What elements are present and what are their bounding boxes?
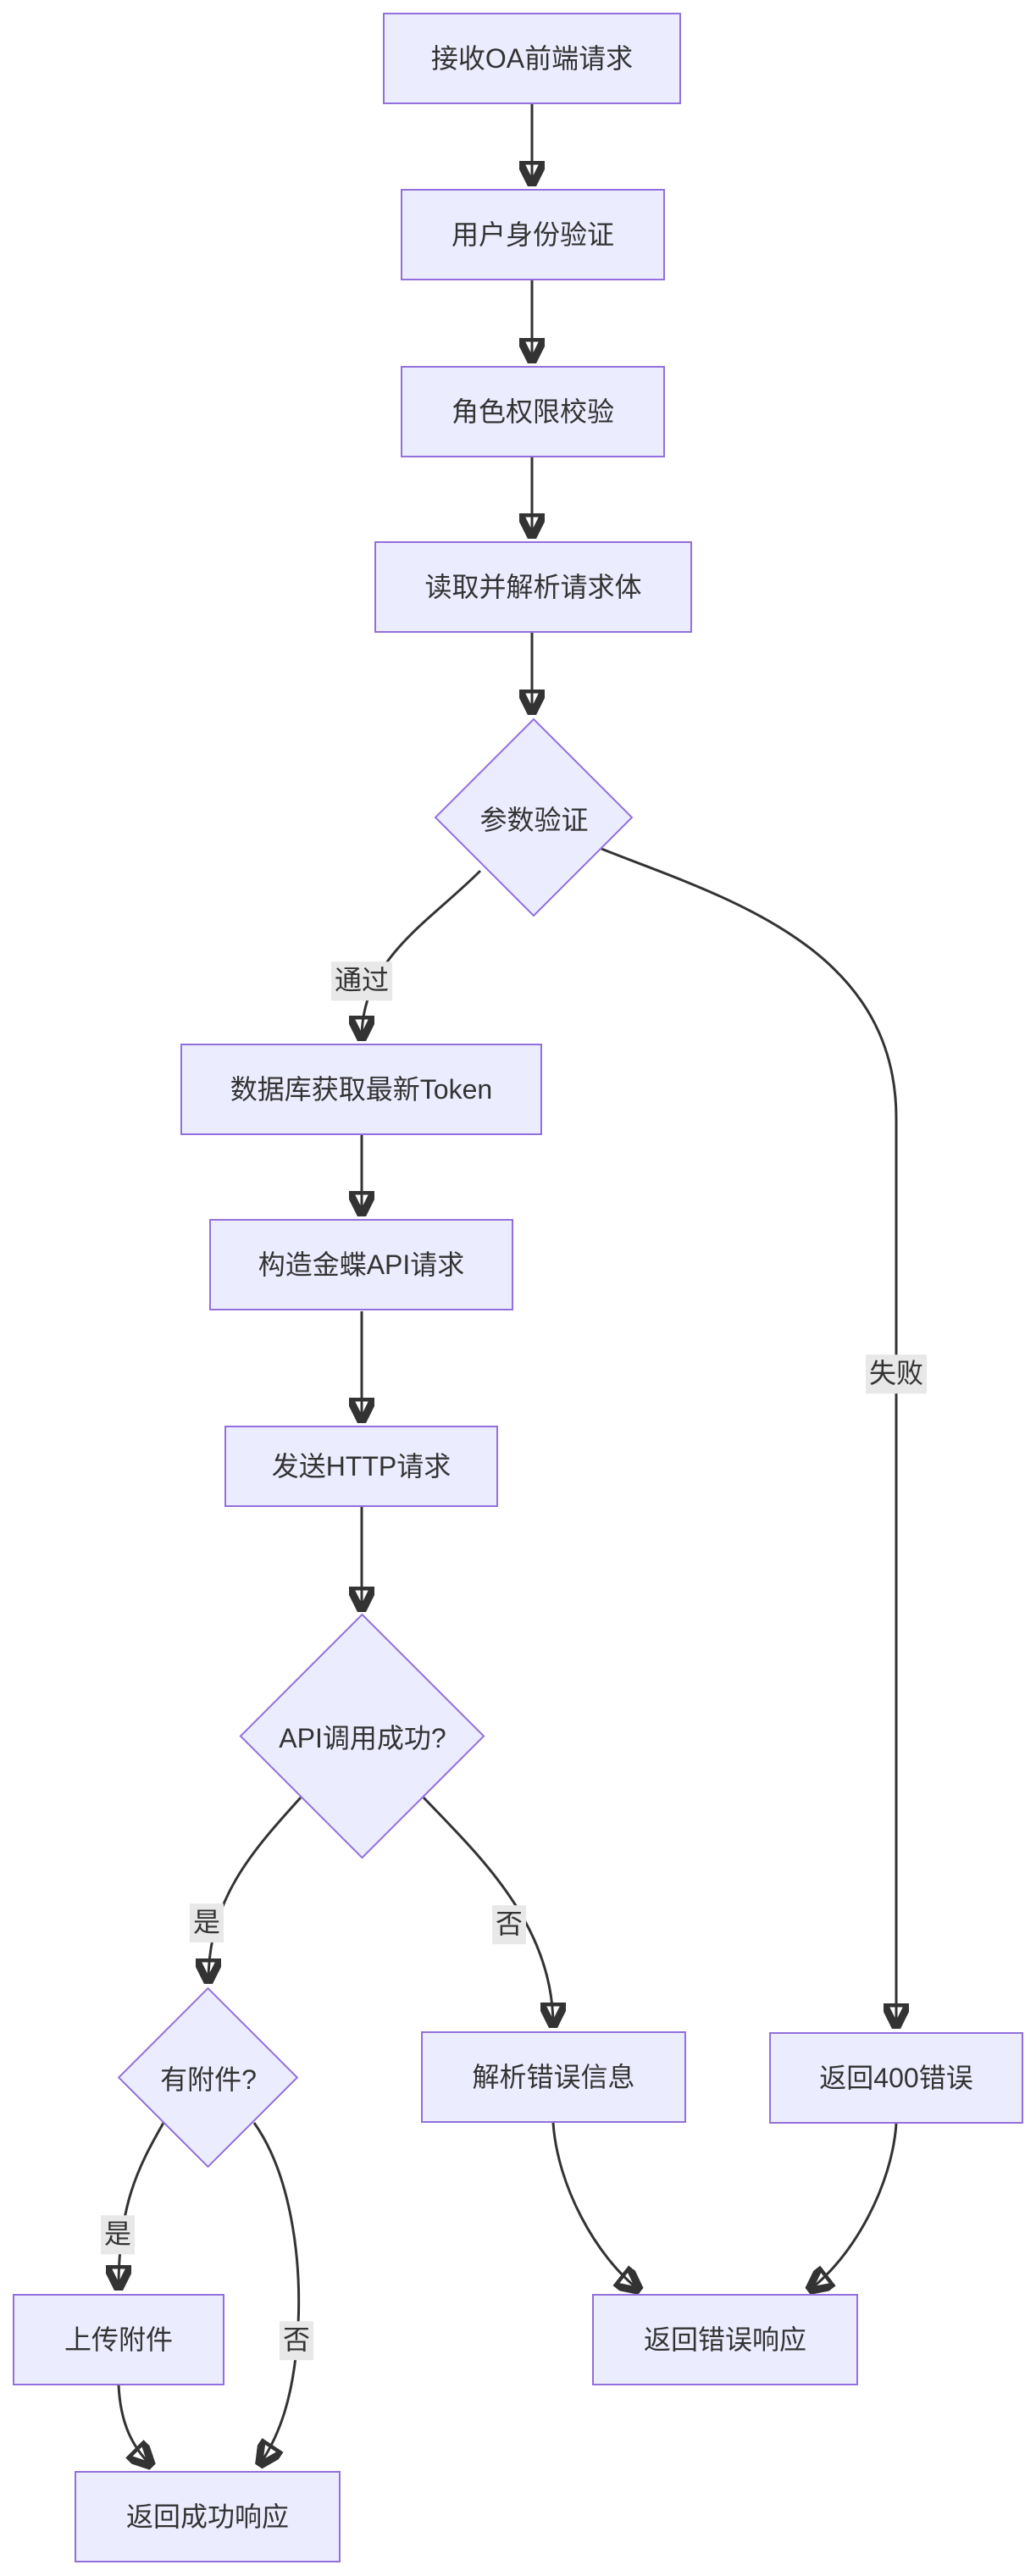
node-parse-error: 解析错误信息 <box>421 2031 686 2123</box>
edge-400-to-error <box>810 2123 898 2290</box>
diamond-label: 参数验证 <box>479 804 589 835</box>
node-return-success: 返回成功响应 <box>75 2471 341 2562</box>
node-return-400: 返回400错误 <box>769 2032 1023 2124</box>
node-send-http: 发送HTTP请求 <box>224 1426 498 1507</box>
node-role-check: 角色权限校验 <box>401 366 665 457</box>
edge-api-no-to-parseerror <box>422 1796 553 2025</box>
node-return-error: 返回错误响应 <box>592 2294 858 2385</box>
node-receive-oa-request: 接收OA前端请求 <box>383 13 681 104</box>
edge-attachment-yes-to-upload <box>119 2122 165 2288</box>
edge-label-attach-no: 否 <box>279 2321 314 2360</box>
edge-attachment-no-to-success <box>252 2122 301 2464</box>
diamond-label: API调用成功? <box>279 1723 446 1753</box>
node-user-auth: 用户身份验证 <box>401 189 665 280</box>
edge-label-attach-yes: 是 <box>100 2215 136 2254</box>
edge-label-api-no: 否 <box>491 1905 527 1944</box>
edge-label-pass: 通过 <box>330 961 393 1000</box>
node-upload-attachment: 上传附件 <box>13 2294 224 2385</box>
node-get-token: 数据库获取最新Token <box>180 1044 542 1135</box>
edge-label-fail: 失败 <box>865 1354 928 1393</box>
edge-label-api-yes: 是 <box>189 1903 224 1942</box>
edge-validate-pass-to-token <box>362 869 482 1039</box>
node-param-validate: 参数验证 <box>434 717 634 917</box>
node-api-call-success: API调用成功? <box>239 1613 485 1859</box>
edge-upload-to-success <box>117 2384 151 2465</box>
edge-api-yes-to-attachment <box>208 1796 302 1981</box>
diamond-label: 有附件? <box>160 2064 257 2095</box>
edge-validate-fail-to-400 <box>601 847 896 2026</box>
node-parse-body: 读取并解析请求体 <box>374 541 692 633</box>
node-build-kingdee-request: 构造金蝶API请求 <box>209 1219 513 1310</box>
node-has-attachment: 有附件? <box>117 1986 299 2169</box>
edge-parseerror-to-error <box>551 2122 639 2290</box>
